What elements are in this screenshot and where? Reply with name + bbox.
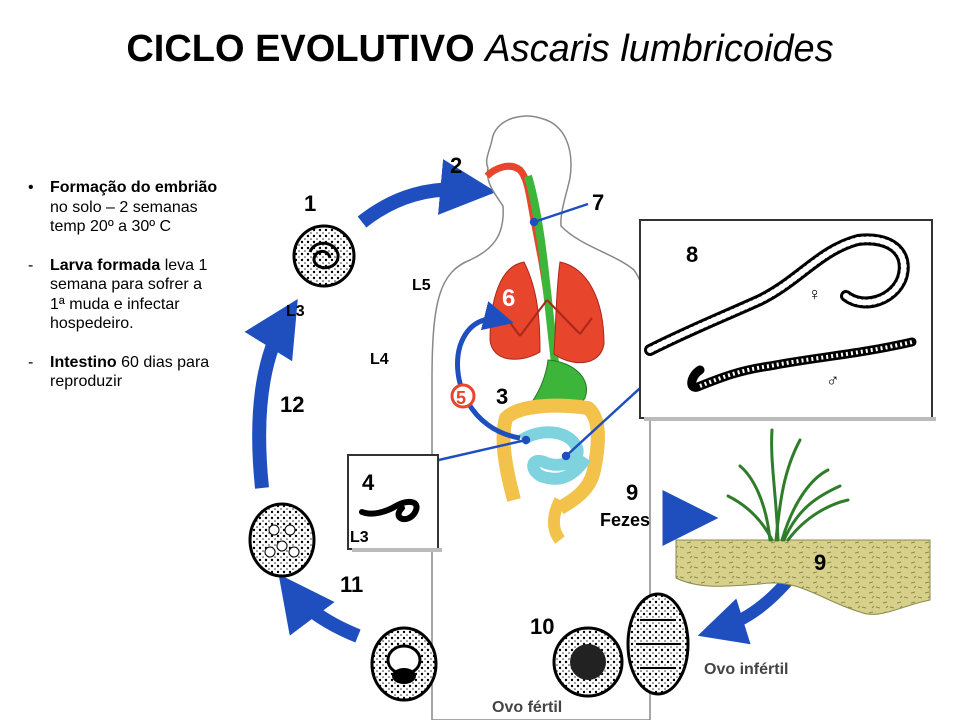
stage-number-3: 3 (496, 384, 508, 409)
body-outline (431, 115, 651, 720)
note-bold: Larva formada (50, 256, 161, 274)
lung-left (489, 261, 541, 360)
arrow-1-to-2 (357, 159, 497, 228)
stage-number-10: 10 (530, 614, 554, 639)
small-intestine (518, 426, 591, 485)
migration-arrow (455, 301, 521, 441)
note-marker: • (28, 179, 34, 196)
stage-number-12: 12 (280, 392, 304, 417)
infertile-egg-label: Ovo infértil (704, 661, 788, 678)
lung-right (553, 261, 605, 364)
note-item: - Larva formada leva 1 semana para sofre… (28, 256, 218, 334)
title-species: Ascaris lumbricoides (485, 28, 834, 70)
esophagus (524, 174, 560, 373)
note-item: - Intestino 60 dias para reproduzir (28, 353, 218, 392)
egg-stage-12 (248, 502, 316, 578)
note-text: no solo – 2 semanas temp 20º a 30º C (50, 198, 198, 236)
box-stage-4 (347, 454, 442, 552)
stage-number-5: 5 (456, 388, 466, 408)
larva-label-l4: L4 (370, 351, 389, 368)
egg-stage-1 (292, 224, 356, 288)
title-main: CICLO EVOLUTIVO (126, 28, 475, 70)
stage-number-11: 11 (340, 572, 363, 597)
larva-label-l3-top: L3 (286, 303, 305, 320)
note-bold: Formação do embrião (50, 179, 218, 196)
bronchi (507, 299, 593, 337)
larva-label-l5: L5 (412, 277, 431, 294)
notes-list: • Formação do embrião no solo – 2 semana… (28, 178, 218, 411)
stage-number-8: 8 (686, 242, 698, 267)
human-body (431, 115, 651, 720)
egg-infertile (626, 592, 690, 696)
female-symbol: ♀ (808, 284, 822, 304)
male-symbol: ♂ (826, 370, 840, 390)
page-title: CICLO EVOLUTIVO Ascaris lumbricoides (0, 28, 960, 71)
box-stage-8 (639, 219, 936, 421)
fertile-egg-label: Ovo fértil (492, 699, 562, 716)
plant (726, 428, 850, 542)
stage-number-4: 4 (362, 470, 375, 495)
rectum (548, 497, 566, 544)
note-text: leva 1 semana para sofrer a 1ª muda e in… (50, 256, 208, 333)
egg-fertile (552, 626, 624, 698)
note-text: 60 dias para reproduzir (50, 353, 210, 391)
large-intestine (496, 398, 605, 515)
stage-number-1: 1 (304, 191, 316, 216)
soil (675, 539, 931, 615)
egg-stage-11 (370, 626, 438, 702)
stage-5-marker (450, 383, 476, 409)
note-item: • Formação do embrião no solo – 2 semana… (28, 178, 218, 237)
note-marker: - (28, 353, 34, 371)
soil-scene (675, 428, 931, 615)
arrow-12-to-1 (244, 298, 298, 489)
stage-number-2: 2 (450, 153, 462, 178)
fezes-label: Fezes (600, 510, 650, 530)
stage-number-9-fezes: 9 (626, 480, 638, 505)
larva-label-l3-bottom: L3 (350, 529, 369, 546)
pointer-7 (533, 202, 589, 224)
note-marker: - (28, 256, 34, 274)
note-bold: Intestino (50, 353, 117, 371)
arrow-11-to-12 (278, 574, 361, 643)
stage-number-6: 6 (502, 285, 515, 312)
stage-number-7: 7 (592, 190, 604, 215)
pointer-4 (429, 438, 527, 464)
stage-number-9-soil: 9 (814, 550, 826, 575)
larva-l3 (359, 498, 420, 523)
